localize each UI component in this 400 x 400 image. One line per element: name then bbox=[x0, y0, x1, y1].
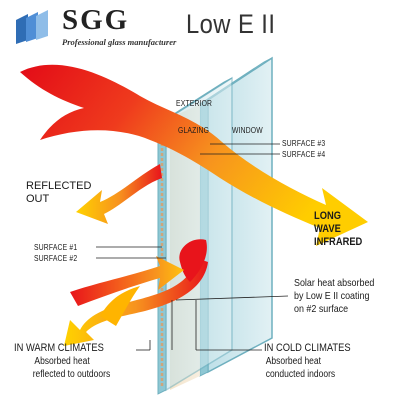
solar-line-3: on #2 surface bbox=[294, 303, 349, 315]
solar-absorbed-label: Solar heat absorbed by Low E II coating … bbox=[294, 277, 374, 316]
label-glazing: GLAZING bbox=[178, 126, 210, 135]
incoming-heat-arrow bbox=[20, 64, 368, 247]
reflected-out-label: REFLECTED OUT bbox=[26, 180, 91, 206]
cold-line-2: conducted indoors bbox=[265, 369, 336, 380]
reflected-line-1: REFLECTED bbox=[26, 180, 92, 192]
long-wave-line-2: WAVE bbox=[314, 223, 341, 235]
label-surface-2: SURFACE #2 bbox=[34, 254, 78, 263]
label-surface-4: SURFACE #4 bbox=[282, 150, 326, 159]
cold-line-1: Absorbed heat bbox=[265, 356, 322, 367]
brand-name: SGG bbox=[62, 4, 130, 36]
product-title: Low E II bbox=[186, 9, 276, 39]
label-exterior: EXTERIOR bbox=[176, 99, 213, 108]
warm-climates-block: IN WARM CLIMATES Absorbed heat reflected… bbox=[14, 342, 144, 381]
solar-line-2: by Low E II coating bbox=[294, 290, 370, 302]
long-wave-infrared-label: LONG WAVE INFRARED bbox=[314, 210, 362, 249]
reflected-line-2: OUT bbox=[26, 193, 50, 205]
long-wave-line-3: INFRARED bbox=[314, 236, 363, 248]
label-surface-1: SURFACE #1 bbox=[34, 243, 78, 252]
warm-heading: IN WARM CLIMATES bbox=[14, 342, 104, 354]
cold-heading: IN COLD CLIMATES bbox=[264, 342, 351, 354]
leader-lines bbox=[96, 143, 289, 351]
sgg-logo-icon bbox=[16, 10, 48, 44]
long-wave-line-1: LONG bbox=[314, 210, 342, 222]
cold-climates-block: IN COLD CLIMATES Absorbed heat conducted… bbox=[264, 342, 394, 381]
warm-line-2: reflected to outdoors bbox=[32, 369, 111, 380]
warm-line-1: Absorbed heat bbox=[34, 356, 90, 367]
label-window: WINDOW bbox=[232, 126, 263, 135]
solar-line-1: Solar heat absorbed bbox=[294, 277, 375, 289]
incoming-lower-arrow bbox=[70, 256, 184, 306]
reflected-out-arrow bbox=[76, 164, 162, 224]
absorbed-heat-arrow-out bbox=[64, 258, 208, 346]
brand-tagline: Professional glass manufacturer bbox=[62, 37, 177, 47]
small-flame-arrow bbox=[100, 286, 140, 326]
label-surface-3: SURFACE #3 bbox=[282, 139, 326, 148]
absorbed-heat-arrow-in bbox=[179, 239, 207, 282]
